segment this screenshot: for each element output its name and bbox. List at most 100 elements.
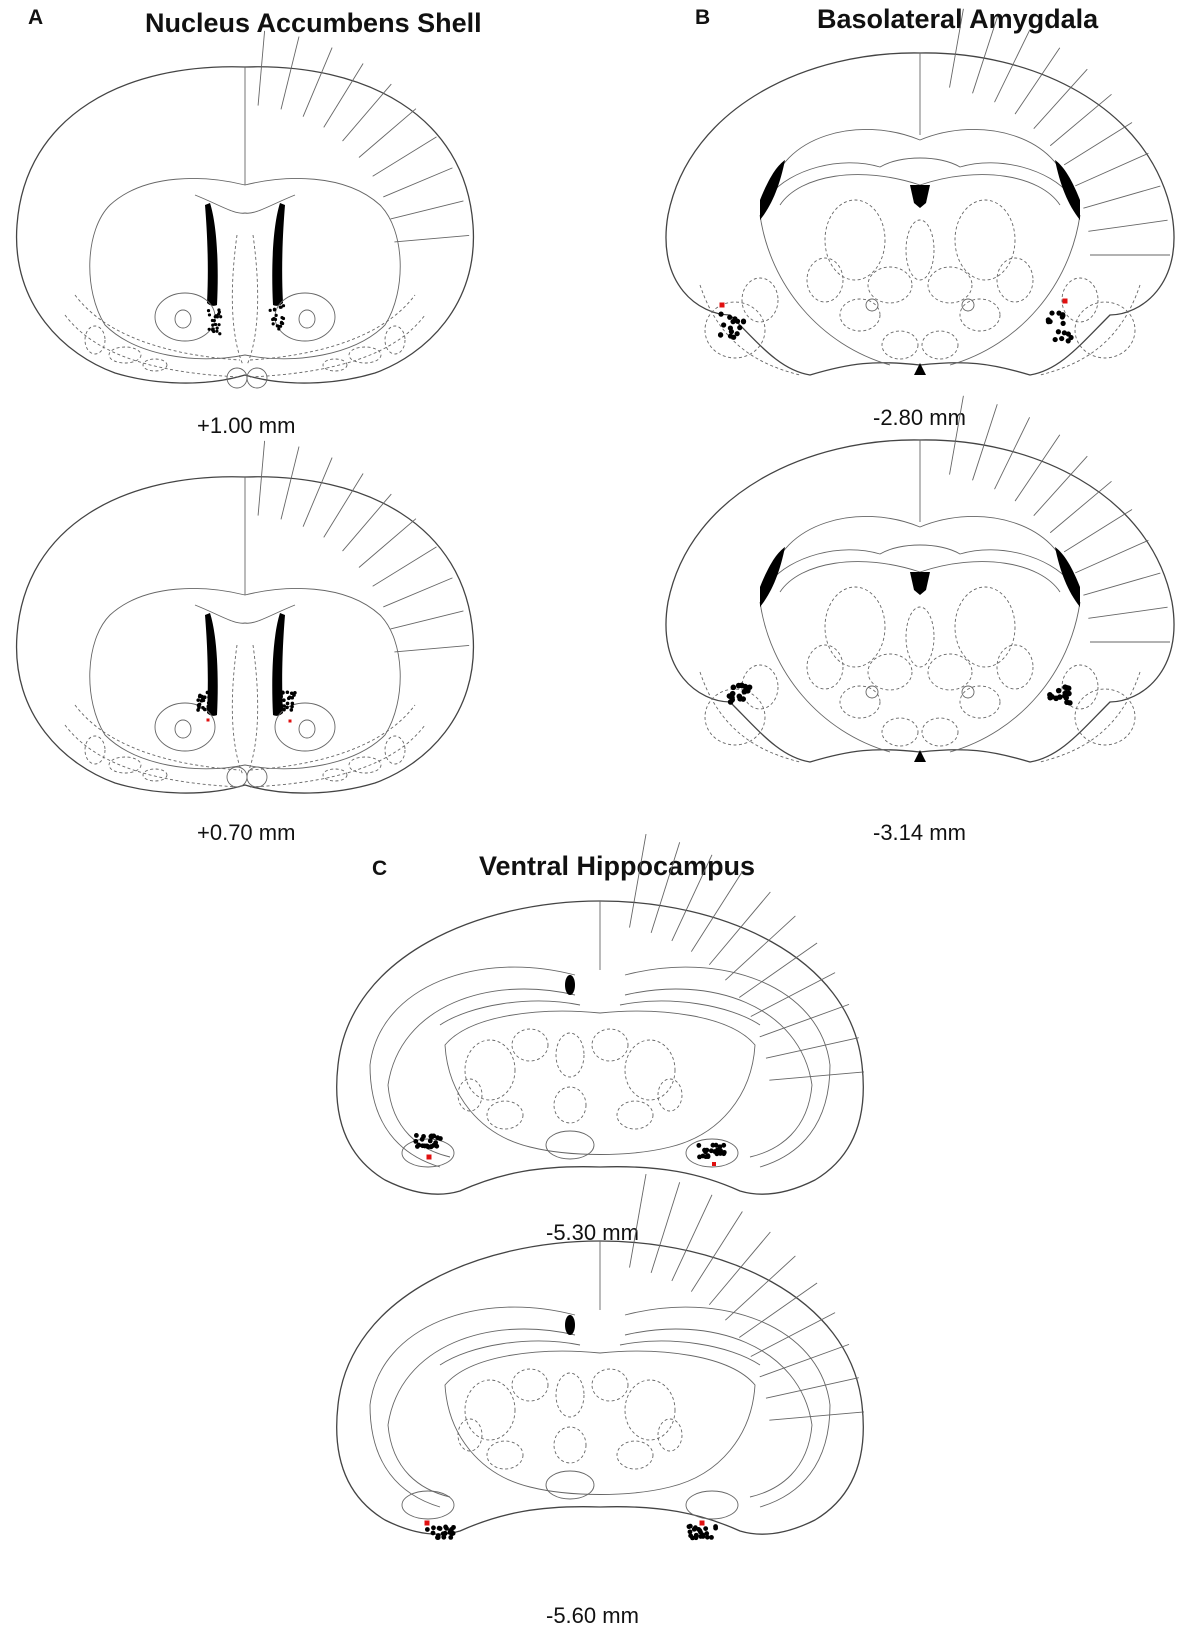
placement-dot xyxy=(696,1143,702,1148)
placement-dot xyxy=(1047,692,1053,698)
ventral-third-ventricle xyxy=(914,363,926,375)
nucleus-outline xyxy=(322,358,348,372)
nucleus-outline xyxy=(905,219,935,281)
placement-dot xyxy=(1055,329,1061,335)
placement-dot xyxy=(1055,687,1062,694)
olfactory-tubercle xyxy=(64,314,426,378)
nucleus-outline xyxy=(322,768,348,782)
placement-dot xyxy=(697,1154,702,1160)
placement-dot xyxy=(206,309,211,313)
placement-dot xyxy=(1062,684,1068,690)
placement-dot xyxy=(703,1154,709,1160)
brain-section-bla-1 xyxy=(665,8,1175,376)
hippocampus-dorsal xyxy=(369,1306,831,1426)
nucleus-outline xyxy=(921,717,959,747)
nucleus-outline xyxy=(824,586,886,668)
olfactory-tubercle xyxy=(64,724,426,788)
placement-dot xyxy=(427,1138,433,1144)
placement-dot xyxy=(740,319,747,325)
nucleus-outline xyxy=(624,1379,676,1441)
placement-dot xyxy=(215,326,219,330)
ventral-hippocampus-right xyxy=(685,1490,739,1520)
placement-dot xyxy=(696,1526,701,1532)
misplacement-marker xyxy=(699,1520,705,1526)
misplacement-marker xyxy=(712,1162,716,1166)
hippocampus-outline xyxy=(769,129,1071,197)
olfactory-limb-left xyxy=(226,367,248,389)
olfactory-limb-left xyxy=(226,766,248,788)
coordinate-label-b1: -2.80 mm xyxy=(873,405,966,430)
placement-dot xyxy=(721,322,727,328)
placement-dot xyxy=(730,319,736,325)
placement-dot xyxy=(1066,690,1072,697)
nucleus-outline xyxy=(996,644,1034,690)
nucleus-outline xyxy=(84,325,106,355)
placement-dot xyxy=(1049,310,1055,316)
placement-dot xyxy=(437,1526,443,1531)
coordinate-label-c2: -5.60 mm xyxy=(546,1603,639,1628)
striatum-outline xyxy=(89,178,401,360)
brain-section-vhpc-2 xyxy=(336,1173,865,1541)
placement-dot xyxy=(1060,320,1066,326)
coordinate-label-a1: +1.00 mm xyxy=(197,413,296,438)
placement-dot xyxy=(718,1148,723,1154)
third-ventricle xyxy=(565,975,575,995)
placement-dot xyxy=(688,1533,694,1539)
piriform-cortex xyxy=(699,284,1141,376)
brain-outline xyxy=(15,66,475,384)
panel-title-basolateral-amygdala: Basolateral Amygdala xyxy=(817,4,1099,34)
placement-dot xyxy=(201,698,206,703)
brain-section-nac-1 xyxy=(15,30,475,389)
panel-title-nucleus-accumbens-shell: Nucleus Accumbens Shell xyxy=(145,8,482,38)
nucleus-outline xyxy=(1061,277,1099,323)
placement-dot xyxy=(280,690,285,695)
placement-dot xyxy=(200,694,204,699)
nucleus-outline xyxy=(486,1440,524,1470)
placement-dot xyxy=(206,701,211,705)
placement-dot xyxy=(202,707,207,712)
placement-dot xyxy=(271,322,275,326)
placement-dot xyxy=(282,707,286,712)
thalamus-outline xyxy=(759,214,1081,366)
placement-dot xyxy=(1045,317,1051,323)
placement-dot xyxy=(289,708,294,712)
striatum-outline xyxy=(89,588,401,770)
nucleus-outline xyxy=(457,1078,483,1112)
nucleus-outline xyxy=(553,1426,587,1464)
nucleus-outline xyxy=(486,1100,524,1130)
placement-dot xyxy=(419,1136,425,1142)
placement-dot xyxy=(1065,338,1071,344)
nucleus-outline xyxy=(591,1028,629,1062)
nucleus-outline xyxy=(806,644,844,690)
placement-dot xyxy=(451,1524,456,1530)
placement-dot xyxy=(703,1526,709,1532)
nucleus-outline xyxy=(927,653,973,691)
nucleus-outline xyxy=(348,346,382,364)
third-ventricle xyxy=(565,1315,575,1335)
nucleus-outline xyxy=(616,1440,654,1470)
thalamus-outline xyxy=(444,1010,756,1155)
panel-letter-c: C xyxy=(372,857,388,880)
nucleus-outline xyxy=(881,717,919,747)
placement-dot xyxy=(1065,331,1071,337)
placement-dot xyxy=(1067,700,1073,706)
nucleus-outline xyxy=(954,586,1016,668)
placement-dot xyxy=(704,1147,710,1153)
placement-dot xyxy=(741,688,748,695)
nucleus-outline xyxy=(806,257,844,303)
brain-outline xyxy=(15,476,475,794)
nucleus-outline xyxy=(511,1368,549,1402)
nucleus-outline xyxy=(824,199,886,281)
placement-dot xyxy=(290,701,295,706)
ventral-hippocampus-left xyxy=(401,1138,455,1168)
anterior-commissure-left xyxy=(154,292,216,342)
panel-title-ventral-hippocampus: Ventral Hippocampus xyxy=(479,851,756,881)
placement-dot xyxy=(435,1535,440,1540)
placement-dot xyxy=(274,313,278,317)
brain-outline xyxy=(336,900,864,1195)
placement-dot xyxy=(414,1144,420,1149)
placement-dot xyxy=(285,690,290,695)
placement-dot xyxy=(413,1133,419,1138)
nucleus-outline xyxy=(142,768,168,782)
hippocampus-ventral xyxy=(369,1064,831,1168)
